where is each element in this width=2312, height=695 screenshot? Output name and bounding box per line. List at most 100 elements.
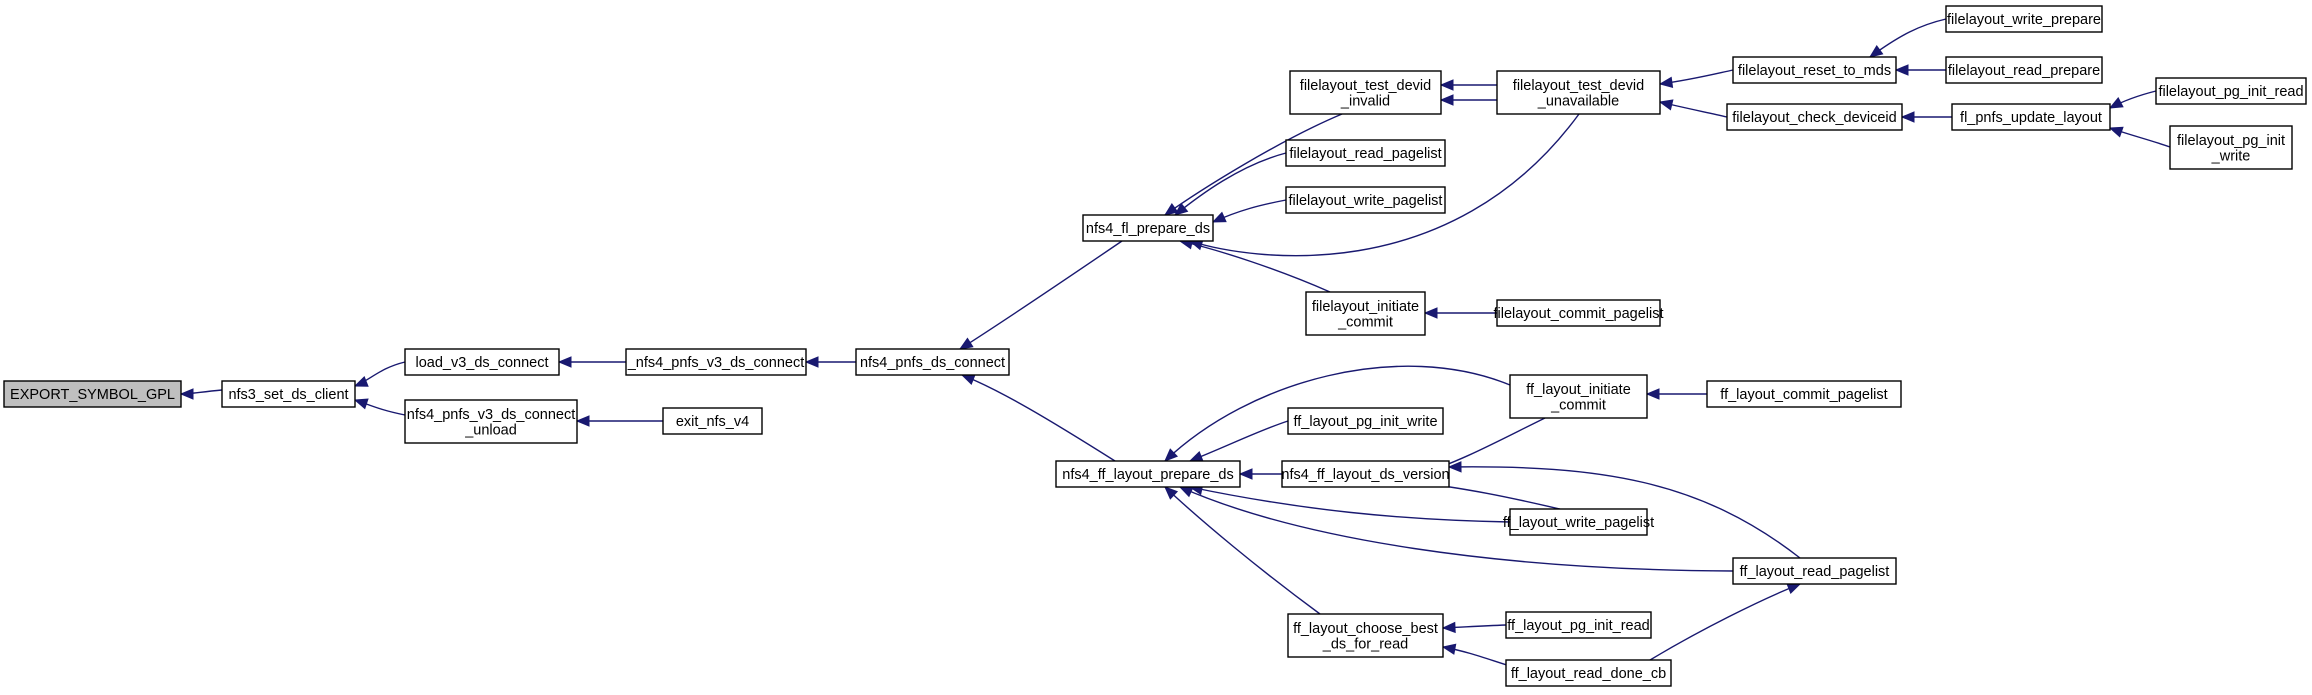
- node-box[interactable]: [1285, 186, 1446, 214]
- edge-filelayout_test_devid_invalid-to-nfs4_fl_prepare_ds: [1163, 113, 1343, 216]
- edge-filelayout_pg_init_read-to-fl_pnfs_update_layout: [2108, 90, 2157, 109]
- node-box[interactable]: [1732, 557, 1897, 585]
- edge-filelayout_reset_to_mds-to-filelayout_test_devid_unavailable: [1658, 69, 1734, 89]
- node-box[interactable]: [855, 348, 1010, 376]
- node-box[interactable]: [404, 399, 578, 444]
- edge-filelayout_test_devid_unavailable-to-filelayout_test_devid_invalid: [1439, 79, 1497, 91]
- node-box[interactable]: [1509, 508, 1648, 536]
- node-nfs4_ff_layout_prepare_ds[interactable]: nfs4_ff_layout_prepare_ds: [1055, 460, 1241, 488]
- node-box[interactable]: [1289, 70, 1442, 115]
- node-box[interactable]: [2169, 125, 2293, 170]
- node-ff_layout_pg_init_read[interactable]: ff_layout_pg_init_read: [1505, 611, 1652, 639]
- arrowhead: [1178, 486, 1194, 498]
- node-box[interactable]: [1287, 613, 1444, 658]
- arrowhead: [575, 415, 590, 427]
- node-box[interactable]: [1509, 374, 1648, 419]
- edge-nfs4_pnfs_ds_connect-to-_nfs4_pnfs_v3_ds_connect: [804, 356, 857, 368]
- arrowhead: [1188, 451, 1204, 462]
- node-filelayout_initiate_commit[interactable]: filelayout_initiate_commit: [1305, 291, 1426, 336]
- node-box[interactable]: [3, 380, 182, 408]
- node-export_symbol_gpl[interactable]: EXPORT_SYMBOL_GPL: [3, 380, 182, 408]
- arrowhead: [1439, 94, 1454, 106]
- node-box[interactable]: [2155, 77, 2307, 105]
- node-filelayout_read_pagelist[interactable]: filelayout_read_pagelist: [1285, 139, 1446, 167]
- node-box[interactable]: [1285, 139, 1446, 167]
- node-filelayout_test_devid_unavailable[interactable]: filelayout_test_devid_unavailable: [1496, 70, 1661, 115]
- node-load_v3_ds_connect[interactable]: load_v3_ds_connect: [404, 348, 560, 376]
- node-filelayout_write_prepare[interactable]: filelayout_write_prepare: [1945, 5, 2103, 33]
- node-box[interactable]: [404, 348, 560, 376]
- node-box[interactable]: [1281, 460, 1450, 488]
- node-exit_nfs_v4[interactable]: exit_nfs_v4: [662, 407, 763, 435]
- node-box[interactable]: [1505, 659, 1672, 687]
- node-box[interactable]: [1496, 70, 1661, 115]
- node-nfs3_set_ds_client[interactable]: nfs3_set_ds_client: [221, 380, 356, 408]
- node-layer: EXPORT_SYMBOL_GPL nfs3_set_ds_client load_…: [3, 5, 2307, 687]
- node-label: nfs4_pnfs_ds_connect: [860, 355, 1005, 371]
- node-nfs4_pnfs_ds_connect[interactable]: nfs4_pnfs_ds_connect: [855, 348, 1010, 376]
- arrowhead: [353, 398, 369, 410]
- node-box[interactable]: [1945, 5, 2103, 33]
- node-filelayout_write_pagelist[interactable]: filelayout_write_pagelist: [1285, 186, 1446, 214]
- node-ff_layout_pg_init_write[interactable]: ff_layout_pg_init_write: [1287, 407, 1444, 435]
- node-nfs4_ff_layout_ds_version[interactable]: nfs4_ff_layout_ds_version: [1281, 460, 1450, 488]
- node-box[interactable]: [1951, 103, 2111, 131]
- node-box[interactable]: [1732, 56, 1897, 84]
- arrowhead: [958, 337, 974, 350]
- node-filelayout_check_deviceid[interactable]: filelayout_check_deviceid: [1726, 103, 1903, 131]
- edge-line: [1164, 365, 1511, 462]
- arrowhead: [1439, 79, 1454, 91]
- arrowhead: [1645, 388, 1660, 400]
- node-box[interactable]: [1496, 299, 1661, 327]
- node-_nfs4_pnfs_v3_ds_connect[interactable]: _nfs4_pnfs_v3_ds_connect: [625, 348, 807, 376]
- node-box[interactable]: [625, 348, 807, 376]
- edge-load_v3_ds_connect-to-nfs3_set_ds_client: [353, 361, 406, 387]
- node-label: ff_layout_pg_init_write: [1293, 414, 1437, 430]
- node-filelayout_read_prepare[interactable]: filelayout_read_prepare: [1945, 56, 2103, 84]
- node-label: exit_nfs_v4: [676, 414, 749, 430]
- arrowhead: [960, 374, 976, 385]
- node-ff_layout_read_done_cb[interactable]: ff_layout_read_done_cb: [1505, 659, 1672, 687]
- edge-filelayout_initiate_commit-to-nfs4_fl_prepare_ds: [1178, 238, 1331, 293]
- node-box[interactable]: [1706, 380, 1902, 408]
- edge-ff_layout_write_pagelist-to-nfs4_ff_layout_prepare_ds: [1188, 483, 1511, 523]
- node-box[interactable]: [1055, 460, 1241, 488]
- node-filelayout_pg_init_read[interactable]: filelayout_pg_init_read: [2155, 77, 2307, 105]
- edge-filelayout_check_deviceid-to-filelayout_test_devid_unavailable: [1658, 99, 1728, 118]
- node-ff_layout_write_pagelist[interactable]: ff_layout_write_pagelist: [1503, 508, 1654, 536]
- node-box[interactable]: [1945, 56, 2103, 84]
- edge-line: [1179, 486, 1734, 572]
- edge-ff_layout_commit_pagelist-to-ff_layout_initiate_commit: [1645, 388, 1707, 400]
- edge-line: [961, 374, 1116, 462]
- node-nfs4_pnfs_v3_ds_connect_unload[interactable]: nfs4_pnfs_v3_ds_connect_unload: [404, 399, 578, 444]
- node-box[interactable]: [1726, 103, 1903, 131]
- arrowhead: [1868, 44, 1884, 58]
- node-box[interactable]: [221, 380, 356, 408]
- node-filelayout_pg_init_write[interactable]: filelayout_pg_init_write: [2169, 125, 2293, 170]
- node-box[interactable]: [662, 407, 763, 435]
- node-label: ff_layout_read_pagelist: [1740, 564, 1890, 580]
- arrowhead: [179, 388, 194, 400]
- node-box[interactable]: [1505, 611, 1652, 639]
- node-label: nfs3_set_ds_client: [228, 387, 348, 403]
- node-ff_layout_choose_best_ds_for_read[interactable]: ff_layout_choose_best_ds_for_read: [1287, 613, 1444, 658]
- edge-line: [1869, 18, 1947, 58]
- node-label: filelayout_commit_pagelist: [1493, 306, 1663, 322]
- edge-line: [1164, 113, 1343, 216]
- node-label: filelayout_write_prepare: [1947, 12, 2101, 28]
- node-filelayout_commit_pagelist[interactable]: filelayout_commit_pagelist: [1493, 299, 1664, 327]
- node-box[interactable]: [1287, 407, 1444, 435]
- node-box[interactable]: [1082, 214, 1214, 242]
- node-ff_layout_read_pagelist[interactable]: ff_layout_read_pagelist: [1732, 557, 1897, 585]
- node-label: filelayout_read_prepare: [1948, 63, 2100, 79]
- node-label: filelayout_pg_init: [2177, 133, 2285, 149]
- node-nfs4_fl_prepare_ds[interactable]: nfs4_fl_prepare_ds: [1082, 214, 1214, 242]
- edge-line: [1448, 466, 1801, 559]
- edge-nfs3_set_ds_client-to-export_symbol_gpl: [179, 388, 223, 400]
- node-box[interactable]: [1305, 291, 1426, 336]
- node-fl_pnfs_update_layout[interactable]: fl_pnfs_update_layout: [1951, 103, 2111, 131]
- node-ff_layout_initiate_commit[interactable]: ff_layout_initiate_commit: [1509, 374, 1648, 419]
- node-filelayout_test_devid_invalid[interactable]: filelayout_test_devid_invalid: [1289, 70, 1442, 115]
- node-ff_layout_commit_pagelist[interactable]: ff_layout_commit_pagelist: [1706, 380, 1902, 408]
- node-filelayout_reset_to_mds[interactable]: filelayout_reset_to_mds: [1732, 56, 1897, 84]
